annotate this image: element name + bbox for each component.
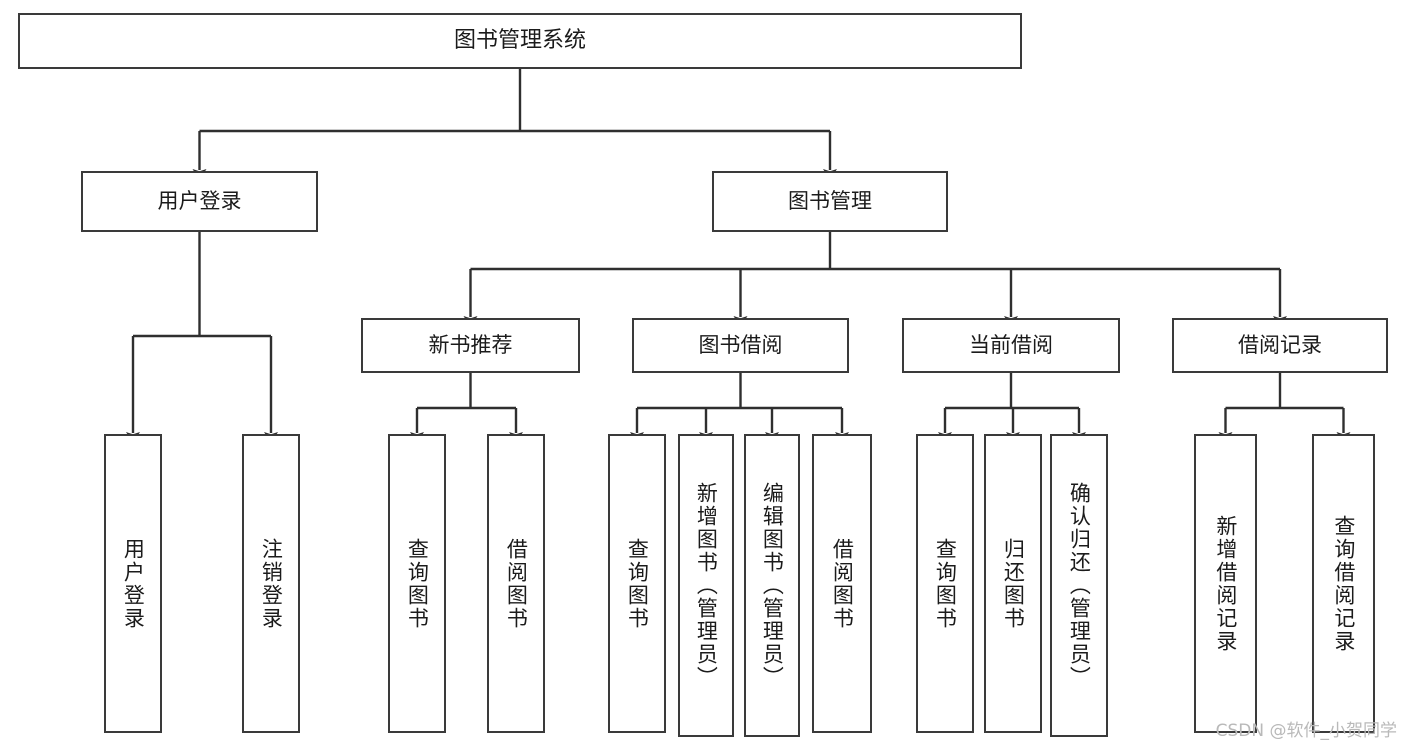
node-leaf-add-rec[interactable]: 新增借阅记录 — [1194, 434, 1257, 733]
node-leaf-borrow-1[interactable]: 借阅图书 — [487, 434, 545, 733]
node-book-manage[interactable]: 图书管理 — [712, 171, 948, 232]
node-leaf-user-login[interactable]: 用户登录 — [104, 434, 162, 733]
node-label: 查询图书 — [933, 537, 958, 630]
node-leaf-borrow-2[interactable]: 借阅图书 — [812, 434, 872, 733]
node-label: 借阅图书 — [830, 537, 855, 630]
node-leaf-return[interactable]: 归还图书 — [984, 434, 1042, 733]
node-new-book-rec[interactable]: 新书推荐 — [361, 318, 580, 373]
node-label: 借阅图书 — [504, 537, 529, 630]
node-label: 确认归还（管理员） — [1067, 482, 1092, 689]
node-label: 查询图书 — [405, 537, 430, 630]
node-leaf-edit-book[interactable]: 编辑图书（管理员） — [744, 434, 800, 737]
node-label: 查询图书 — [625, 537, 650, 630]
node-leaf-query-3[interactable]: 查询图书 — [916, 434, 974, 733]
node-leaf-confirm[interactable]: 确认归还（管理员） — [1050, 434, 1108, 737]
node-label: 查询借阅记录 — [1331, 514, 1356, 653]
watermark-text: CSDN @软件_小贺同学 — [1215, 721, 1397, 741]
node-leaf-query-1[interactable]: 查询图书 — [388, 434, 446, 733]
node-label: 新增借阅记录 — [1213, 514, 1238, 653]
node-leaf-query-2[interactable]: 查询图书 — [608, 434, 666, 733]
node-label: 注销登录 — [259, 537, 284, 630]
node-label: 当前借阅 — [969, 333, 1053, 358]
node-label: 新增图书（管理员） — [694, 482, 719, 689]
node-user-login[interactable]: 用户登录 — [81, 171, 318, 232]
node-label: 用户登录 — [157, 189, 242, 214]
node-label: 归还图书 — [1001, 537, 1026, 630]
node-label: 借阅记录 — [1238, 333, 1322, 358]
node-label: 图书管理系统 — [453, 28, 586, 54]
node-root[interactable]: 图书管理系统 — [18, 13, 1022, 69]
node-label: 编辑图书（管理员） — [760, 482, 785, 689]
node-borrow-record[interactable]: 借阅记录 — [1172, 318, 1388, 373]
node-label: 图书管理 — [788, 189, 872, 214]
node-current-borrow[interactable]: 当前借阅 — [902, 318, 1120, 373]
node-label: 用户登录 — [121, 537, 146, 630]
node-book-borrow[interactable]: 图书借阅 — [632, 318, 849, 373]
node-label: 图书借阅 — [698, 333, 783, 358]
node-leaf-logout[interactable]: 注销登录 — [242, 434, 300, 733]
edge-layer — [126, 69, 1351, 443]
node-leaf-add-book[interactable]: 新增图书（管理员） — [678, 434, 734, 737]
node-label: 新书推荐 — [428, 333, 513, 358]
node-leaf-query-rec[interactable]: 查询借阅记录 — [1312, 434, 1375, 733]
